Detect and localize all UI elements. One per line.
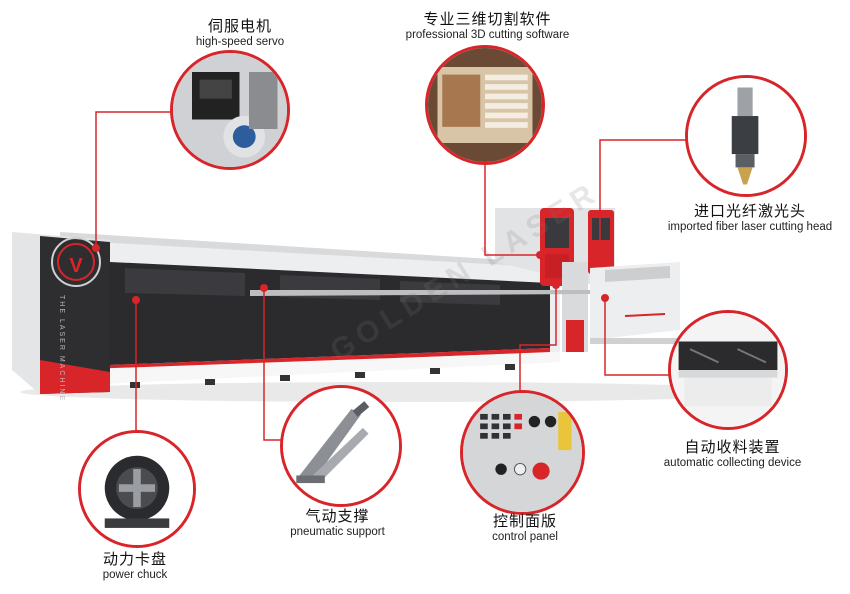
power-chuck-photo: [78, 430, 196, 548]
control-panel-photo: [460, 390, 585, 515]
anchor-dot-chuck: [132, 296, 140, 304]
label-software-cn: 专业三维切割软件: [423, 10, 552, 28]
label-collecting-en: automatic collecting device: [663, 457, 802, 469]
label-support-en: pneumatic support: [290, 526, 385, 538]
label-control-panel-cn: 控制面版: [492, 512, 557, 530]
pneumatic-support-photo: [280, 385, 402, 507]
label-control-panel-en: control panel: [492, 531, 558, 543]
anchor-dot-support: [260, 284, 268, 292]
label-servo-en: high-speed servo: [195, 36, 285, 48]
label-chuck: 动力卡盘 power chuck: [85, 550, 185, 582]
label-servo: 伺服电机 high-speed servo: [175, 17, 305, 49]
logo-letter: V: [69, 255, 83, 277]
label-chuck-cn: 动力卡盘: [102, 550, 167, 568]
label-collecting: 自动收料装置 automatic collecting device: [650, 438, 815, 470]
anchor-dot-software: [536, 251, 544, 259]
laser-head-photo: [685, 75, 807, 197]
anchor-dot-servo: [92, 244, 100, 252]
anchor-dot-laser-head: [596, 251, 604, 259]
label-support-cn: 气动支撑: [305, 507, 370, 525]
collecting-device-photo: [668, 310, 788, 430]
label-laser-head-en: imported fiber laser cutting head: [667, 221, 833, 233]
label-laser-head: 进口光纤激光头 imported fiber laser cutting hea…: [650, 202, 850, 234]
servo-motor-photo: [170, 50, 290, 170]
label-laser-head-cn: 进口光纤激光头: [693, 202, 806, 220]
label-software-en: professional 3D cutting software: [405, 29, 570, 41]
label-servo-cn: 伺服电机: [207, 17, 272, 35]
side-text: THE LASER MACHINE: [58, 295, 65, 402]
label-chuck-en: power chuck: [102, 569, 168, 581]
label-control-panel: 控制面版 control panel: [470, 512, 580, 544]
software-screen-photo: [425, 45, 545, 165]
label-collecting-cn: 自动收料装置: [684, 438, 781, 456]
anchor-dot-collecting: [601, 294, 609, 302]
anchor-dot-control-panel: [552, 281, 560, 289]
label-support: 气动支撑 pneumatic support: [280, 507, 395, 539]
label-software: 专业三维切割软件 professional 3D cutting softwar…: [380, 10, 595, 42]
